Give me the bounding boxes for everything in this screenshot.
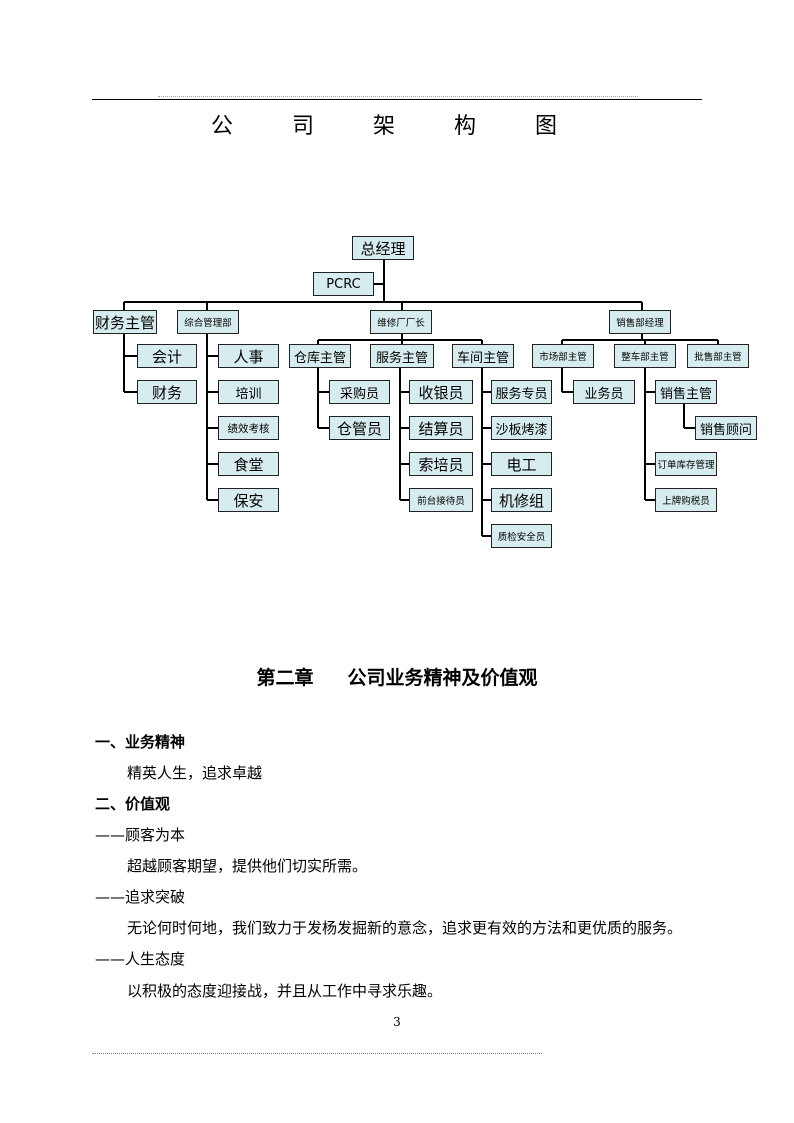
org-node-reception: 前台接待员 (409, 488, 473, 512)
header-rule (92, 99, 702, 100)
org-node-ceo: 总经理 (352, 236, 414, 260)
org-node-canteen: 食堂 (218, 452, 279, 476)
value-heading-breakthrough: ——追求突破 (95, 888, 186, 906)
org-node-sales-consultant: 销售顾问 (695, 416, 757, 440)
org-node-electrician: 电工 (491, 452, 552, 476)
org-node-finance-manager: 财务主管 (93, 310, 157, 334)
org-node-workshop-manager: 车间主管 (452, 344, 514, 368)
org-node-plate-tax: 上牌购税员 (655, 488, 717, 512)
org-node-panel-paint: 沙板烤漆 (491, 416, 552, 440)
org-node-settlement: 结算员 (409, 416, 473, 440)
org-node-wholesale-manager: 批售部主管 (687, 344, 749, 368)
org-chart-connectors (123, 260, 719, 537)
footer-rule (92, 1053, 542, 1054)
chapter-heading: 第二章 公司业务精神及价值观 (0, 663, 794, 690)
org-node-sales-manager: 销售部经理 (609, 310, 671, 334)
section-heading-values: 二、价值观 (95, 795, 171, 813)
org-node-salesman: 业务员 (573, 380, 635, 404)
org-node-finance: 财务 (137, 380, 197, 404)
org-node-training: 培训 (218, 380, 279, 404)
org-node-purchaser: 采购员 (329, 380, 390, 404)
org-node-repair-director: 维修厂厂长 (370, 310, 432, 334)
value-text-customer: 超越顾客期望，提供他们切实所需。 (127, 857, 368, 875)
org-node-claims: 索培员 (409, 452, 473, 476)
org-node-inventory-manager: 订单库存管理 (655, 452, 717, 476)
org-node-sales-supervisor: 销售主管 (655, 380, 717, 404)
value-text-attitude: 以积极的态度迎接战，并且从工作中寻求乐趣。 (127, 982, 443, 1000)
page-number: 3 (393, 1015, 401, 1029)
org-node-market-manager: 市场部主管 (532, 344, 594, 368)
page-title: 公 司 架 构 图 (211, 114, 583, 139)
org-node-warehouse-manager: 仓库主管 (289, 344, 351, 368)
org-node-security: 保安 (218, 488, 279, 512)
chapter-title: 公司业务精神及价值观 (347, 667, 538, 689)
value-heading-customer: ——顾客为本 (95, 826, 186, 844)
section-heading-spirit: 一、业务精神 (95, 733, 186, 751)
org-node-performance: 绩效考核 (218, 416, 279, 440)
chapter-label: 第二章 (256, 667, 314, 689)
value-text-breakthrough: 无论何时何地，我们致力于发杨发掘新的意念，追求更有效的方法和更优质的服务。 (127, 919, 683, 937)
org-node-storekeeper: 仓管员 (329, 416, 390, 440)
org-node-mechanic-team: 机修组 (491, 488, 552, 512)
org-node-admin-dept: 综合管理部 (177, 310, 239, 334)
org-node-hr: 人事 (218, 344, 279, 368)
org-node-pcrc: PCRC (313, 272, 374, 296)
org-node-accountant: 会计 (137, 344, 197, 368)
org-node-cashier: 收银员 (409, 380, 473, 404)
value-heading-attitude: ——人生态度 (95, 950, 186, 968)
org-node-vehicle-manager: 整车部主管 (614, 344, 676, 368)
spirit-text: 精英人生，追求卓越 (127, 764, 263, 782)
org-node-service-specialist: 服务专员 (491, 380, 552, 404)
header-rule-faint (158, 96, 638, 97)
org-node-service-manager: 服务主管 (370, 344, 434, 368)
org-node-qc-safety: 质检安全员 (491, 524, 552, 548)
